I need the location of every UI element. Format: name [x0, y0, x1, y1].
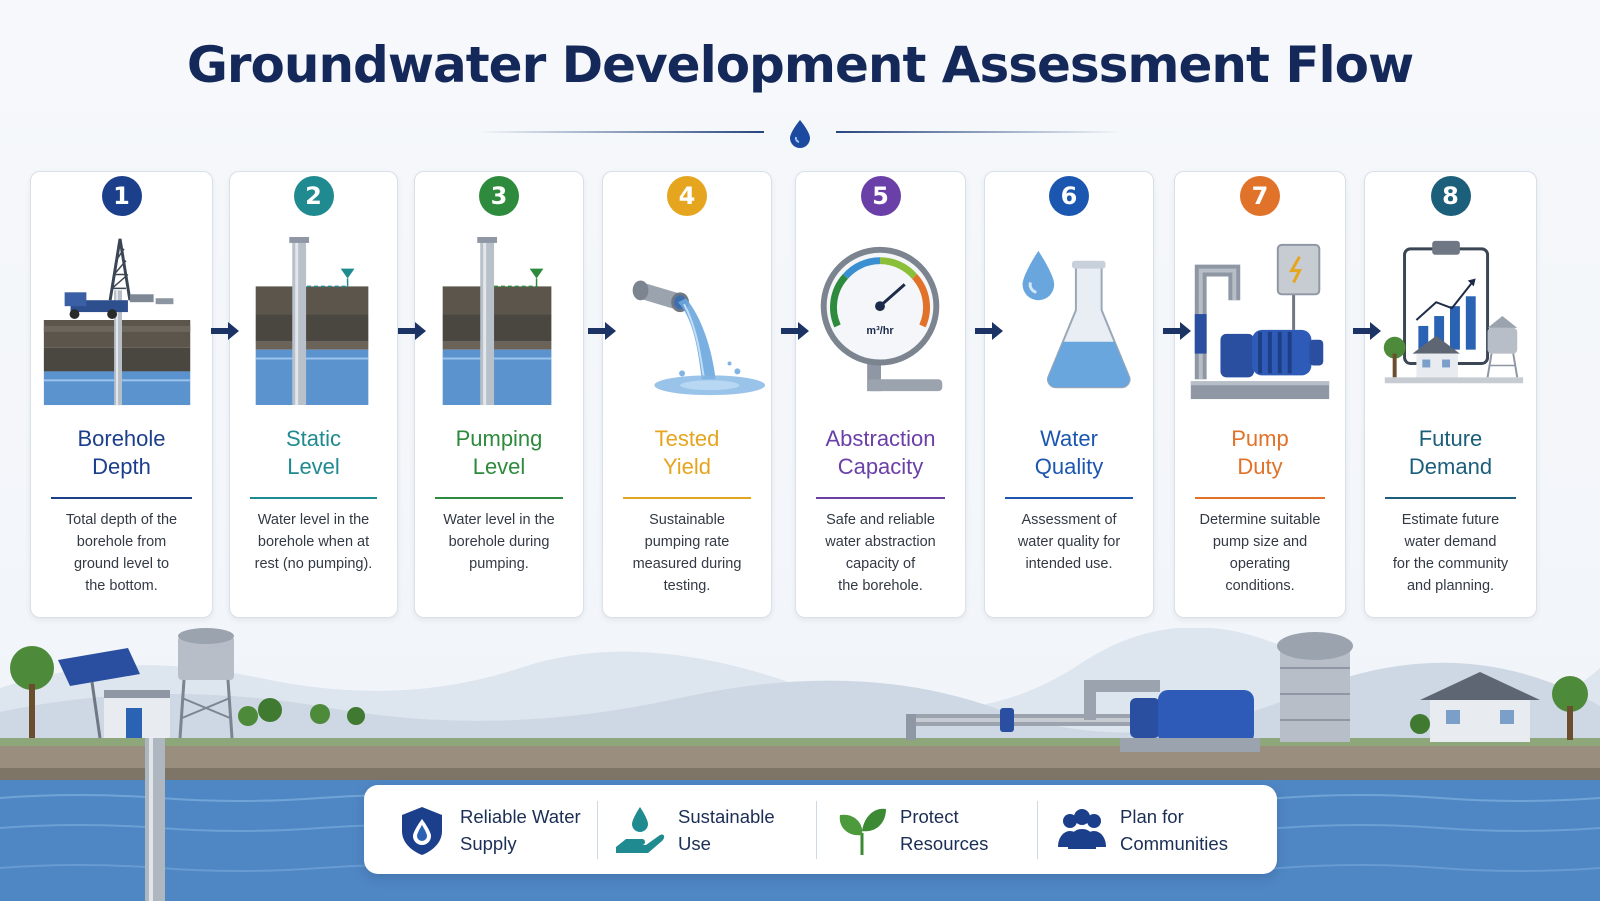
page-title: Groundwater Development Assessment Flow: [186, 36, 1414, 94]
static-level-icon: [255, 236, 369, 405]
step-number-badge: 1: [101, 176, 142, 216]
arrow-right-icon: [1163, 322, 1191, 340]
people-icon: [1058, 809, 1106, 849]
pumping-level-icon: [442, 236, 552, 405]
drilling-rig-icon: [43, 238, 191, 406]
benefit-reliable-water-supply: Reliable Water Supply: [394, 785, 594, 874]
arrow-right-icon: [588, 322, 616, 340]
flow-gauge-icon: m³/hr: [820, 246, 943, 392]
step-number-badge: 4: [667, 176, 707, 216]
planning-chart-icon: [1383, 240, 1524, 384]
arrow-right-icon: [211, 322, 239, 340]
benefit-label: Protect: [900, 806, 959, 827]
arrow-right-icon: [1353, 322, 1381, 340]
benefit-label: Reliable Water: [460, 806, 581, 827]
benefit-sustainable-use: Sustainable Use: [612, 785, 812, 874]
benefit-label: Plan for: [1120, 806, 1184, 827]
benefit-label: Resources: [900, 833, 989, 854]
step-number-badge: 8: [1430, 176, 1471, 216]
step-number-badge: 7: [1240, 176, 1280, 216]
title-divider: [0, 118, 1600, 148]
shield-drop-icon: [402, 807, 442, 855]
step-number-badge: 3: [479, 176, 519, 216]
step-number-badge: 2: [293, 176, 334, 216]
hand-drop-icon: [616, 807, 665, 853]
pump-icon: [1190, 243, 1330, 400]
benefit-label: Sustainable: [678, 806, 775, 827]
arrow-right-icon: [781, 322, 809, 340]
benefits-banner: Reliable Water Supply Sustainable Use Pr…: [364, 785, 1277, 874]
benefit-plan-for-communities: Plan for Communities: [1054, 785, 1264, 874]
step-number-badge: 6: [1049, 176, 1089, 216]
benefit-label: Use: [678, 833, 711, 854]
arrow-right-icon: [975, 322, 1003, 340]
benefit-label: Supply: [460, 833, 517, 854]
benefit-label: Communities: [1120, 833, 1228, 854]
pipe-flow-icon: [632, 280, 766, 396]
water-drop-icon: [790, 120, 810, 148]
leaf-icon: [839, 808, 886, 855]
step-number-badge: 5: [860, 176, 901, 216]
benefit-protect-resources: Protect Resources: [834, 785, 1034, 874]
gauge-unit-label: m³/hr: [866, 325, 894, 337]
arrow-right-icon: [398, 322, 426, 340]
flask-icon: [1022, 250, 1131, 389]
